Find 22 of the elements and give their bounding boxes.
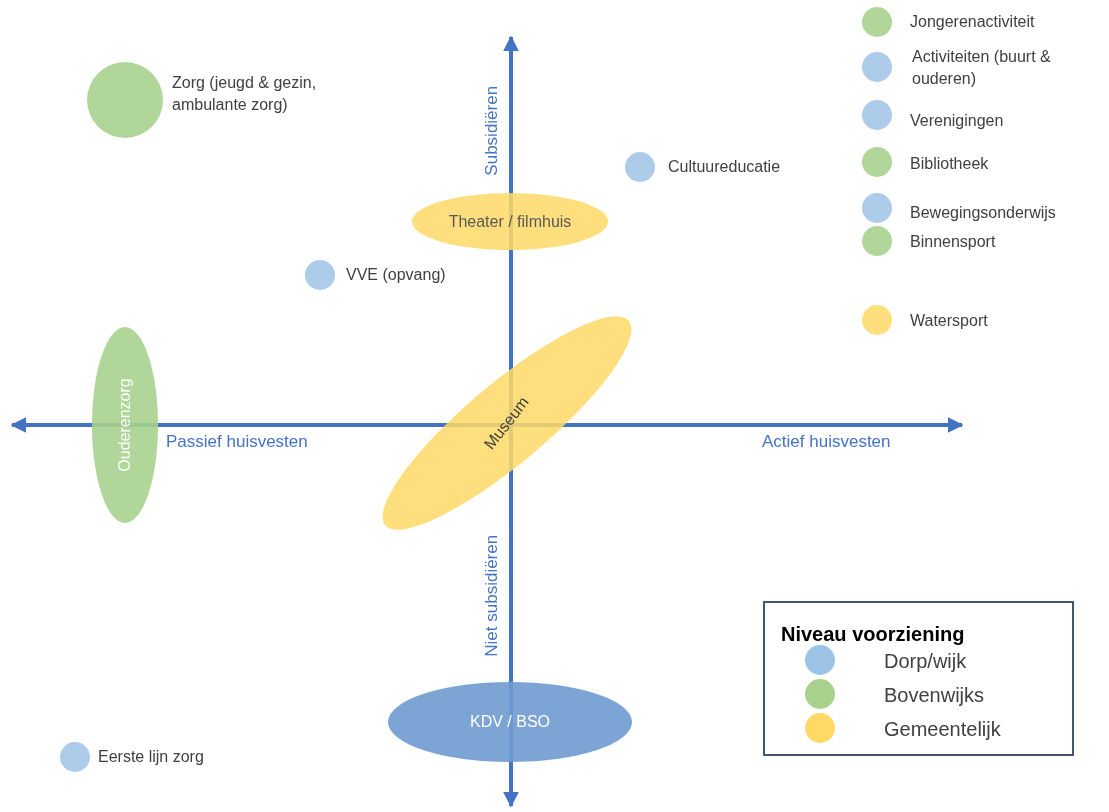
axis-label: Niet subsidiëren bbox=[481, 533, 503, 659]
item-label: Eerste lijn zorg bbox=[98, 747, 205, 767]
item-label: Verenigingen bbox=[910, 111, 1005, 131]
legend-title: Niveau voorziening bbox=[781, 622, 965, 647]
ellipse-label: Theater / filmhuis bbox=[448, 211, 572, 232]
item-label: Zorg (jeugd & gezin, ambulante zorg) bbox=[172, 73, 318, 116]
item-label: VVE (opvang) bbox=[346, 265, 447, 285]
axis-label: Actief huisvesten bbox=[762, 431, 891, 453]
item-label: Binnensport bbox=[910, 232, 997, 252]
axis-label: Passief huisvesten bbox=[166, 431, 308, 453]
item-label: Watersport bbox=[910, 311, 989, 331]
ellipse-label: KDV / BSO bbox=[470, 712, 550, 732]
legend-label: Bovenwijks bbox=[884, 683, 985, 708]
ellipse-label: Ouderenzorg bbox=[115, 378, 134, 472]
item-label: Bibliotheek bbox=[910, 154, 990, 174]
legend-label: Gemeentelijk bbox=[884, 717, 1001, 742]
item-label: Activiteiten (buurt & ouderen) bbox=[912, 47, 1052, 90]
axis-label: Subsidiëren bbox=[481, 84, 503, 178]
item-label: Cultuureducatie bbox=[668, 157, 782, 177]
item-label: Bewegingsonderwijs bbox=[910, 203, 1057, 223]
item-label: Jongerenactiviteit bbox=[910, 12, 1036, 32]
legend-label: Dorp/wijk bbox=[884, 649, 967, 674]
